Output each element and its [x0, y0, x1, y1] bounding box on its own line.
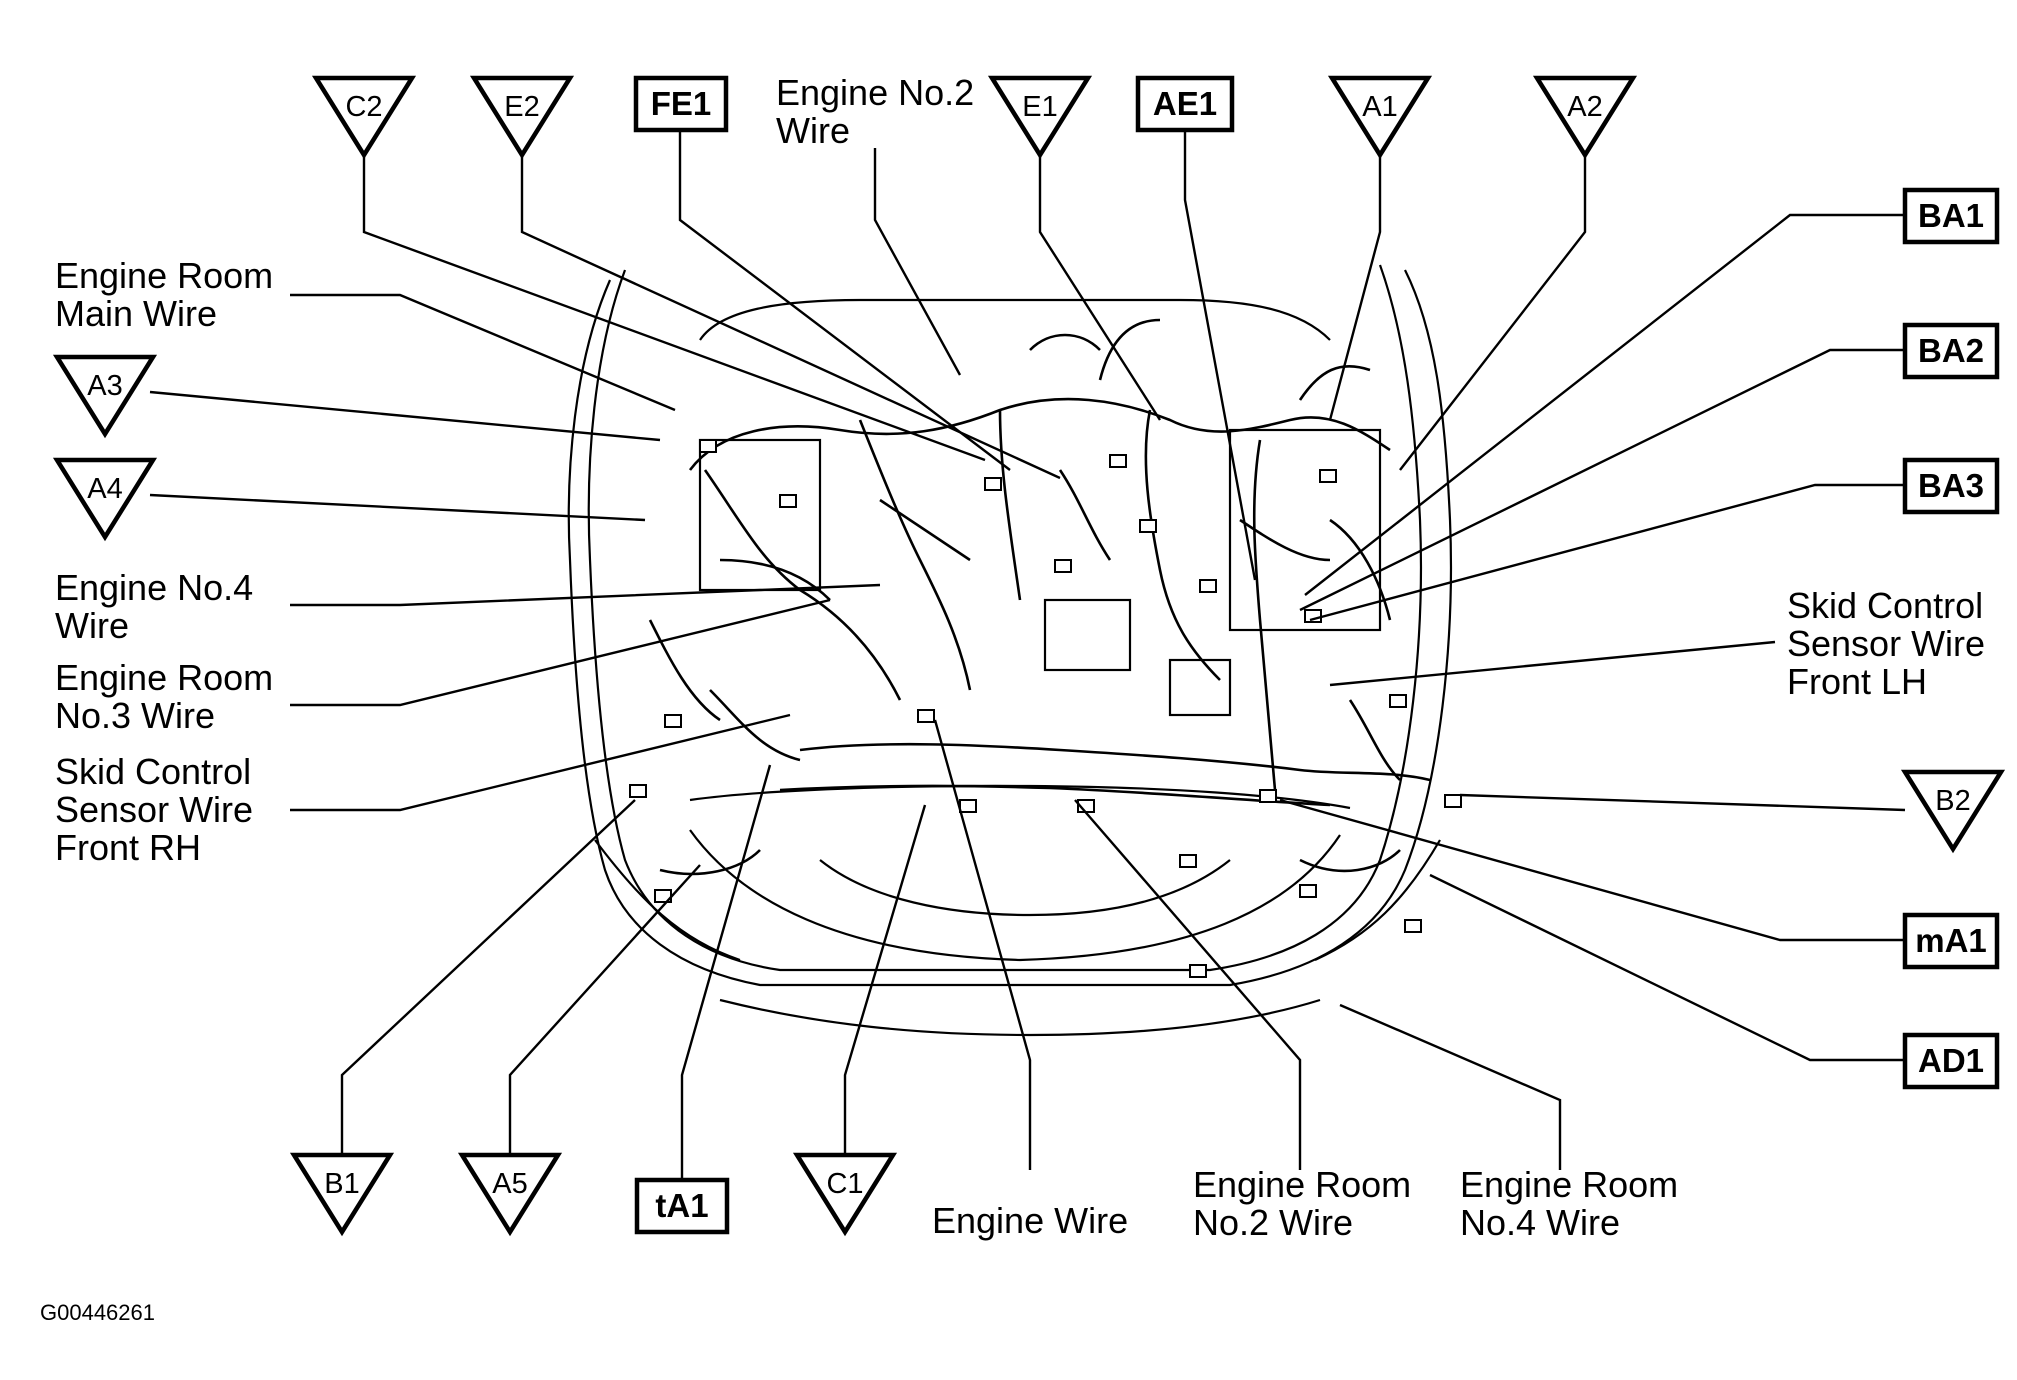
label-skid-control-sensor-wire-front-lh: Skid Control Sensor Wire Front LH: [1787, 585, 1995, 702]
engine-harness-drawing: [629, 318, 1462, 978]
triangle-tag-b1: B1: [289, 1152, 395, 1237]
tag-e1-label: E1: [1022, 91, 1057, 123]
tag-c1-label: C1: [826, 1168, 863, 1200]
label-engine-room-no4-wire: Engine Room No.4 Wire: [1460, 1164, 1688, 1243]
tag-fe1-label: FE1: [651, 85, 712, 122]
triangle-tag-b2: B2: [1900, 769, 2006, 854]
box-tag-ta1: tA1: [634, 1177, 730, 1235]
triangle-tag-a5: A5: [457, 1152, 563, 1237]
label-engine-room-no2-wire: Engine Room No.2 Wire: [1193, 1164, 1421, 1243]
tag-ta1-label: tA1: [655, 1187, 708, 1224]
tag-e2-label: E2: [504, 91, 539, 123]
triangle-tag-a4: A4: [52, 457, 158, 542]
tag-c2-label: C2: [345, 91, 382, 123]
tag-ad1-label: AD1: [1918, 1042, 1984, 1079]
triangle-tag-a2: A2: [1532, 75, 1638, 160]
vehicle-body-outline: [567, 264, 1453, 1037]
tag-ma1-label: mA1: [1915, 922, 1987, 959]
box-tag-fe1: FE1: [633, 75, 729, 133]
box-tag-ae1: AE1: [1135, 75, 1235, 133]
tag-ba3-label: BA3: [1918, 467, 1984, 504]
figure-id: G00446261: [40, 1300, 155, 1325]
label-engine-no4-wire: Engine No.4 Wire: [55, 567, 263, 646]
triangle-tag-a3: A3: [52, 354, 158, 439]
box-tag-ad1: AD1: [1902, 1032, 2000, 1090]
tag-a3-label: A3: [87, 370, 122, 402]
tag-a5-label: A5: [492, 1168, 527, 1200]
tag-ba2-label: BA2: [1918, 332, 1984, 369]
box-tag-ba1: BA1: [1902, 187, 2000, 245]
label-engine-room-no3-wire: Engine Room No.3 Wire: [55, 657, 283, 736]
tag-a2-label: A2: [1567, 91, 1602, 123]
label-skid-control-sensor-wire-front-rh: Skid Control Sensor Wire Front RH: [55, 751, 263, 868]
label-engine-no2-wire: Engine No.2 Wire: [776, 72, 984, 151]
label-engine-room-main-wire: Engine Room Main Wire: [55, 255, 283, 334]
tag-b1-label: B1: [324, 1168, 359, 1200]
label-engine-wire: Engine Wire: [932, 1200, 1128, 1241]
tag-b2-label: B2: [1935, 785, 1970, 817]
leader-lines: [149, 125, 1906, 1180]
tag-a4-label: A4: [87, 473, 122, 505]
box-tag-ba2: BA2: [1902, 322, 2000, 380]
tag-ba1-label: BA1: [1918, 197, 1984, 234]
tag-ae1-label: AE1: [1153, 85, 1217, 122]
box-tag-ba3: BA3: [1902, 457, 2000, 515]
triangle-tag-c2: C2: [311, 75, 417, 160]
triangle-tag-c1: C1: [792, 1152, 898, 1237]
triangle-tag-e1: E1: [987, 75, 1093, 160]
tag-a1-label: A1: [1362, 91, 1397, 123]
triangle-tag-a1: A1: [1327, 75, 1433, 160]
triangle-tag-e2: E2: [469, 75, 575, 160]
box-tag-ma1: mA1: [1902, 912, 2000, 970]
